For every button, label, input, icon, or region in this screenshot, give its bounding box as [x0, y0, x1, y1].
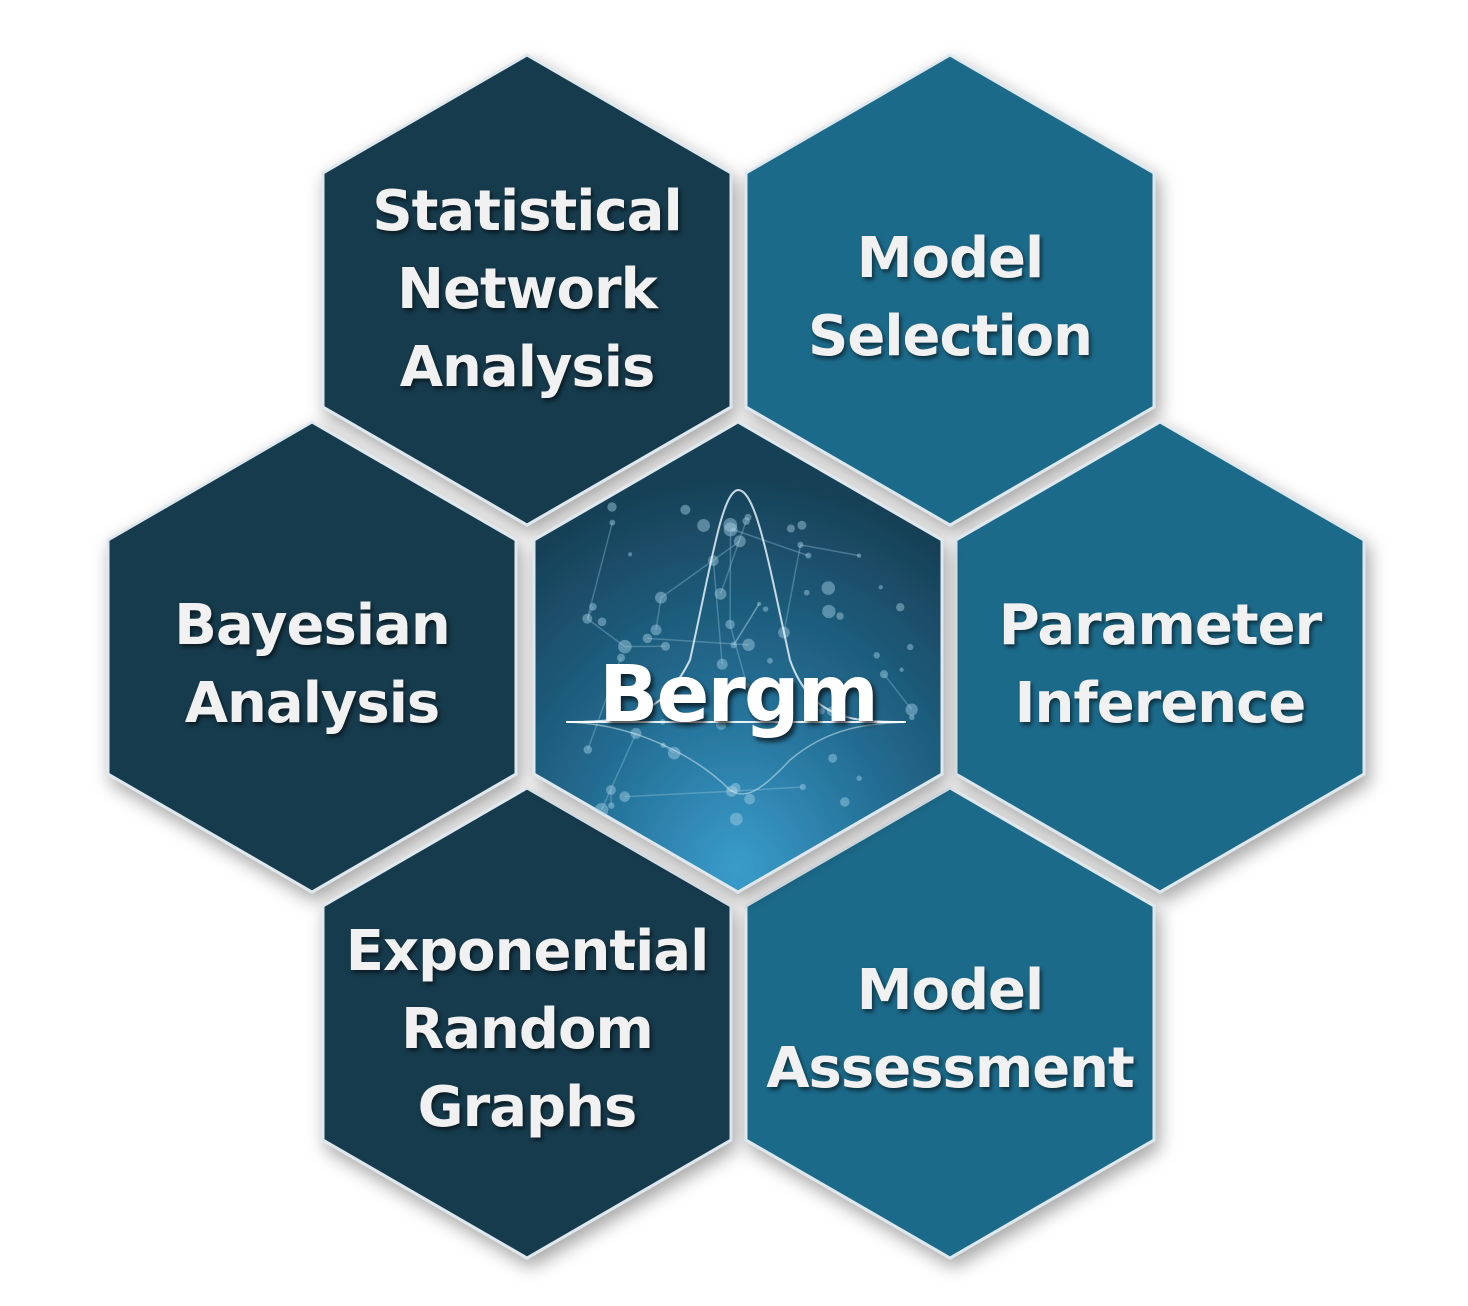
- network-node: [731, 527, 736, 533]
- network-node: [905, 703, 918, 716]
- network-node: [856, 553, 862, 558]
- hexagon-middle-left: [106, 420, 518, 894]
- network-node: [840, 797, 850, 807]
- network-node: [767, 657, 773, 664]
- network-node: [744, 513, 752, 521]
- network-edge: [587, 657, 622, 750]
- network-node: [608, 802, 615, 809]
- network-node: [744, 793, 756, 805]
- network-edge: [733, 603, 760, 646]
- hexagon-bottom-left: [321, 786, 733, 1260]
- network-node: [764, 711, 773, 720]
- reflected-curve: [565, 721, 905, 795]
- network-edge: [586, 618, 626, 648]
- network-node: [907, 643, 914, 651]
- network-node: [733, 535, 746, 548]
- network-node: [742, 517, 750, 525]
- network-edge: [600, 733, 637, 811]
- network-node: [879, 670, 889, 679]
- network-node: [723, 518, 738, 532]
- network-node: [609, 519, 616, 526]
- hexagon-top-left: [321, 53, 733, 527]
- network-node: [896, 603, 905, 612]
- network-node: [805, 552, 812, 559]
- network-node: [742, 638, 755, 652]
- network-edge: [883, 673, 913, 711]
- network-node: [836, 612, 844, 620]
- network-edge: [733, 529, 809, 557]
- network-node: [716, 658, 728, 670]
- hexagon-top-right: [744, 53, 1156, 527]
- network-node: [730, 641, 738, 649]
- network-edge: [586, 522, 614, 619]
- network-node: [583, 745, 593, 754]
- network-node: [607, 502, 617, 512]
- network-node: [803, 589, 810, 596]
- network-node: [729, 812, 743, 826]
- network-node: [757, 601, 762, 607]
- network-node: [630, 727, 642, 739]
- network-node: [899, 667, 904, 672]
- network-node: [667, 746, 681, 760]
- network-edge: [719, 520, 747, 595]
- network-edge: [655, 597, 662, 630]
- network-node: [725, 619, 735, 630]
- network-node: [680, 504, 691, 515]
- hexagon-middle-right: [954, 420, 1366, 894]
- network-node: [642, 633, 653, 644]
- network-node: [744, 682, 750, 688]
- network-node: [628, 552, 633, 557]
- network-node: [605, 785, 616, 795]
- network-node: [619, 791, 631, 802]
- network-node: [828, 753, 838, 763]
- network-node: [909, 714, 915, 721]
- network-node: [723, 522, 738, 537]
- network-node: [697, 519, 711, 532]
- hexagon-bottom-right: [744, 786, 1156, 1260]
- network-edge: [586, 606, 594, 620]
- network-edge: [712, 560, 723, 665]
- network-node: [762, 606, 769, 612]
- network-node: [797, 520, 807, 530]
- network-edge: [660, 540, 741, 599]
- network-node: [821, 581, 836, 595]
- network-node: [616, 653, 626, 662]
- network-node: [714, 587, 727, 600]
- network-node: [856, 775, 862, 781]
- network-node: [822, 604, 836, 619]
- network-node: [797, 541, 804, 549]
- network-node: [878, 585, 883, 590]
- network-node: [582, 613, 593, 624]
- network-node: [873, 652, 880, 659]
- network-edge: [731, 786, 803, 792]
- network-node: [730, 782, 741, 793]
- network-node: [597, 617, 607, 627]
- network-edge: [647, 637, 749, 646]
- network-edge: [729, 529, 732, 625]
- network-node: [589, 603, 597, 611]
- network-bell-curve-icon: [565, 488, 918, 826]
- network-node: [660, 641, 671, 651]
- network-edge: [783, 544, 802, 633]
- network-node: [818, 707, 825, 715]
- network-node: [618, 639, 632, 654]
- network-node: [799, 783, 807, 791]
- network-edge: [729, 624, 748, 686]
- network-node: [650, 624, 662, 636]
- network-edge: [624, 790, 732, 798]
- hexagon-center: [532, 420, 944, 894]
- network-edge: [733, 603, 760, 646]
- network-edge: [800, 544, 860, 557]
- bell-curve: [565, 488, 905, 723]
- network-node: [655, 591, 667, 604]
- network-node: [786, 524, 795, 533]
